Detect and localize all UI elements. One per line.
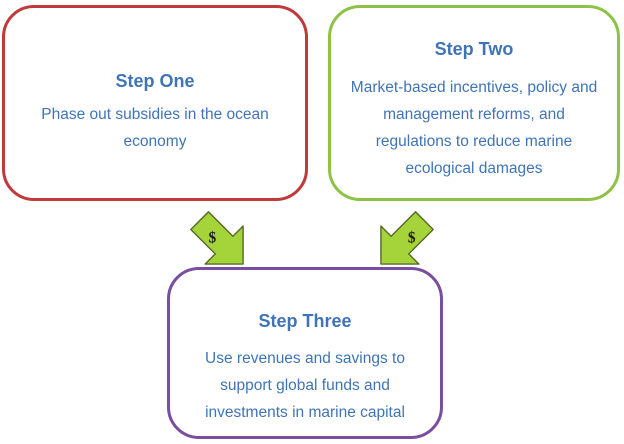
step-three-text: Use revenues and savings to support glob… — [205, 350, 405, 421]
step-one-box: Step One Phase out subsidies in the ocea… — [2, 5, 308, 201]
step-one-text: Phase out subsidies in the ocean economy — [41, 106, 269, 150]
left-dollar-arrow-icon: $ — [190, 211, 244, 265]
right-dollar-sign: $ — [408, 230, 416, 247]
right-dollar-arrow-icon: $ — [380, 211, 434, 265]
step-two-title: Step Two — [434, 39, 514, 59]
step-three-box: Step Three Use revenues and savings to s… — [167, 267, 443, 439]
step-two-text: Market-based incentives, policy and mana… — [350, 79, 598, 177]
step-two-box: Step Two Market-based incentives, policy… — [328, 5, 620, 201]
right-arrow-shape — [380, 211, 434, 265]
step-one-title: Step One — [115, 71, 195, 91]
step-three-title: Step Three — [258, 311, 352, 331]
left-arrow-shape — [190, 211, 244, 265]
left-dollar-sign: $ — [208, 230, 216, 247]
